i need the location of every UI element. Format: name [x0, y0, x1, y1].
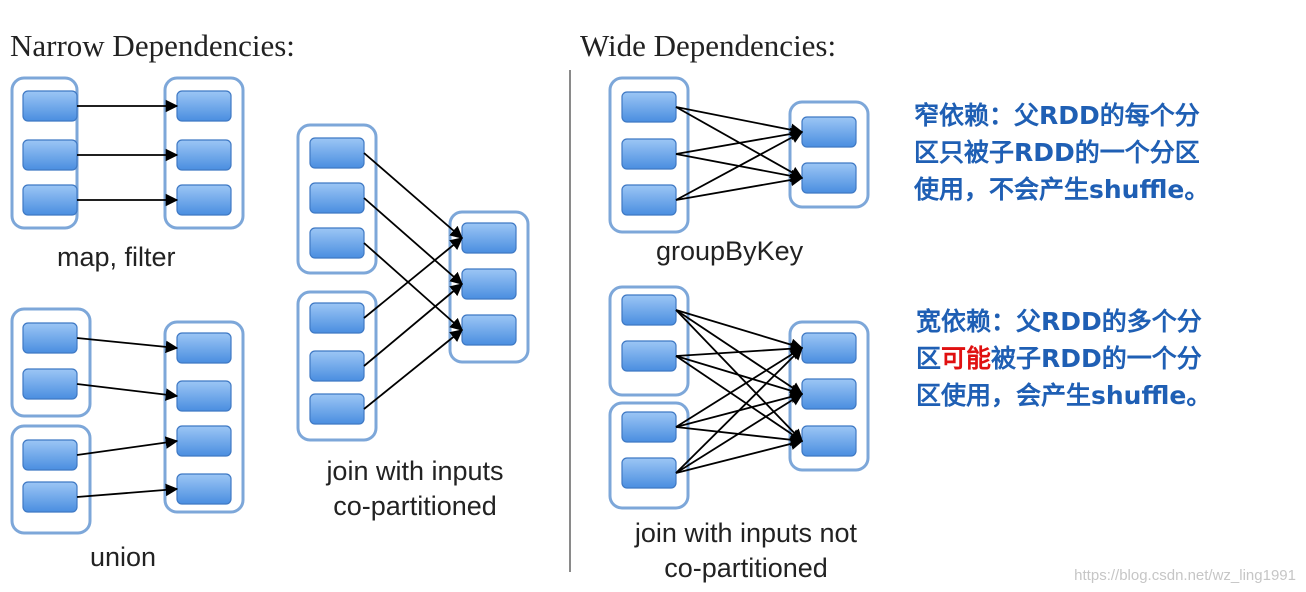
narrow-join-child-partition-1 [461, 222, 517, 254]
narrow-join-arrow-a1 [363, 152, 463, 239]
wide-join-parent-b-partition-2 [621, 457, 677, 489]
narrow-join-child-partition-3 [461, 314, 517, 346]
union-child-partition-3 [176, 425, 232, 457]
narrow-join-child-partition-2 [461, 268, 517, 300]
wide-join-arrow-1 [675, 309, 804, 351]
union-child-partition-4 [176, 473, 232, 505]
narrow-note-line3: 使用，不会产生shuffle。 [914, 175, 1210, 204]
narrow-dependencies-title: Narrow Dependencies: [10, 28, 295, 63]
groupby-child-partition-1 [801, 116, 857, 148]
map-child-partition-1 [176, 90, 232, 122]
union-child-partition-1 [176, 332, 232, 364]
wide-join-arrow-5 [675, 355, 804, 397]
map-parent-partition-2 [22, 139, 78, 171]
wide-join-label-line1: join with inputs not [634, 518, 858, 548]
groupby-child-partition-2 [801, 162, 857, 194]
narrow-join-parent-b-partition-1 [309, 302, 365, 334]
narrow-join-arrow-a2 [363, 197, 463, 285]
wide-join-arrow-10 [675, 347, 803, 474]
watermark: https://blog.csdn.net/wz_ling1991 [1074, 567, 1296, 584]
wide-note-line3: 区使用，会产生shuffle。 [916, 381, 1212, 410]
union-parent-b-partition-2 [22, 481, 78, 513]
wide-join-label-line2: co-partitioned [664, 553, 828, 583]
map-parent-partition-1 [22, 90, 78, 122]
groupby-arrow-5 [675, 131, 804, 201]
wide-join-arrow-7 [675, 347, 804, 428]
groupby-arrow-1 [675, 106, 804, 136]
narrow-join-parent-a-partition-2 [309, 182, 365, 214]
groupby-parent-partition-3 [621, 184, 677, 216]
groupby-parent-partition-1 [621, 91, 677, 123]
wide-join-arrow-4 [675, 342, 804, 357]
narrow-join-arrow-b1 [363, 237, 463, 319]
narrow-note-line1: 窄依赖：父RDD的每个分 [914, 101, 1200, 130]
wide-join-arrow-12 [675, 437, 804, 474]
narrow-join-arrow-a3 [363, 242, 463, 331]
narrow-join-label-line2: co-partitioned [333, 491, 497, 521]
union-arrow-3 [76, 436, 179, 456]
narrow-note-line2: 区只被子RDD的一个分区 [914, 138, 1200, 167]
narrow-join-arrow-b2 [363, 283, 463, 367]
narrow-join-label: join with inputs co-partitioned [300, 454, 530, 524]
groupby-arrow-3 [675, 127, 804, 155]
wide-note-line2-suffix: 被子RDD的一个分 [991, 344, 1202, 373]
wide-join-parent-a-partition-2 [621, 340, 677, 372]
groupby-arrow-6 [675, 173, 804, 201]
narrow-join-parent-a-partition-1 [309, 137, 365, 169]
wide-note-line1: 宽依赖：父RDD的多个分 [916, 307, 1202, 336]
narrow-join-label-line1: join with inputs [326, 456, 504, 486]
wide-join-parent-a-partition-1 [621, 294, 677, 326]
union-child-rdd [163, 320, 245, 514]
union-arrow-2 [76, 383, 179, 401]
union-parent-a-partition-1 [22, 322, 78, 354]
map-parent-partition-3 [22, 184, 78, 216]
narrow-dependency-note: 窄依赖：父RDD的每个分 区只被子RDD的一个分区 使用，不会产生shuffle… [914, 97, 1209, 208]
union-parent-b-partition-1 [22, 439, 78, 471]
groupbykey-label: groupByKey [656, 236, 804, 266]
wide-join-child-partition-1 [801, 332, 857, 364]
wide-join-arrow-11 [675, 393, 804, 474]
union-arrow-1 [76, 337, 179, 354]
wide-join-parent-b-partition-1 [621, 411, 677, 443]
wide-join-child-partition-2 [801, 378, 857, 410]
union-label: union [90, 542, 157, 572]
union-parent-a-partition-2 [22, 368, 78, 400]
wide-join-label: join with inputs not co-partitioned [606, 516, 886, 586]
map-filter-label: map, filter [57, 242, 176, 272]
narrow-join-parent-b-partition-3 [309, 393, 365, 425]
map-child-partition-2 [176, 139, 232, 171]
union-child-partition-2 [176, 380, 232, 412]
union-arrow-4 [76, 483, 179, 498]
groupby-parent-partition-2 [621, 138, 677, 170]
wide-dependencies-title: Wide Dependencies: [580, 28, 837, 63]
narrow-join-arrow-b3 [363, 329, 463, 410]
map-child-partition-3 [176, 184, 232, 216]
narrow-join-parent-a-partition-3 [309, 227, 365, 259]
narrow-join-parent-b-partition-2 [309, 350, 365, 382]
wide-note-line2: 区可能被子RDD的一个分 [916, 340, 1211, 377]
wide-join-child-partition-3 [801, 425, 857, 457]
wide-dependency-note: 宽依赖：父RDD的多个分 区可能被子RDD的一个分 区使用，会产生shuffle… [916, 303, 1211, 414]
wide-note-line2-prefix: 区 [916, 344, 942, 373]
wide-join-arrow-6 [675, 355, 804, 442]
wide-note-emphasis: 可能 [941, 344, 992, 373]
